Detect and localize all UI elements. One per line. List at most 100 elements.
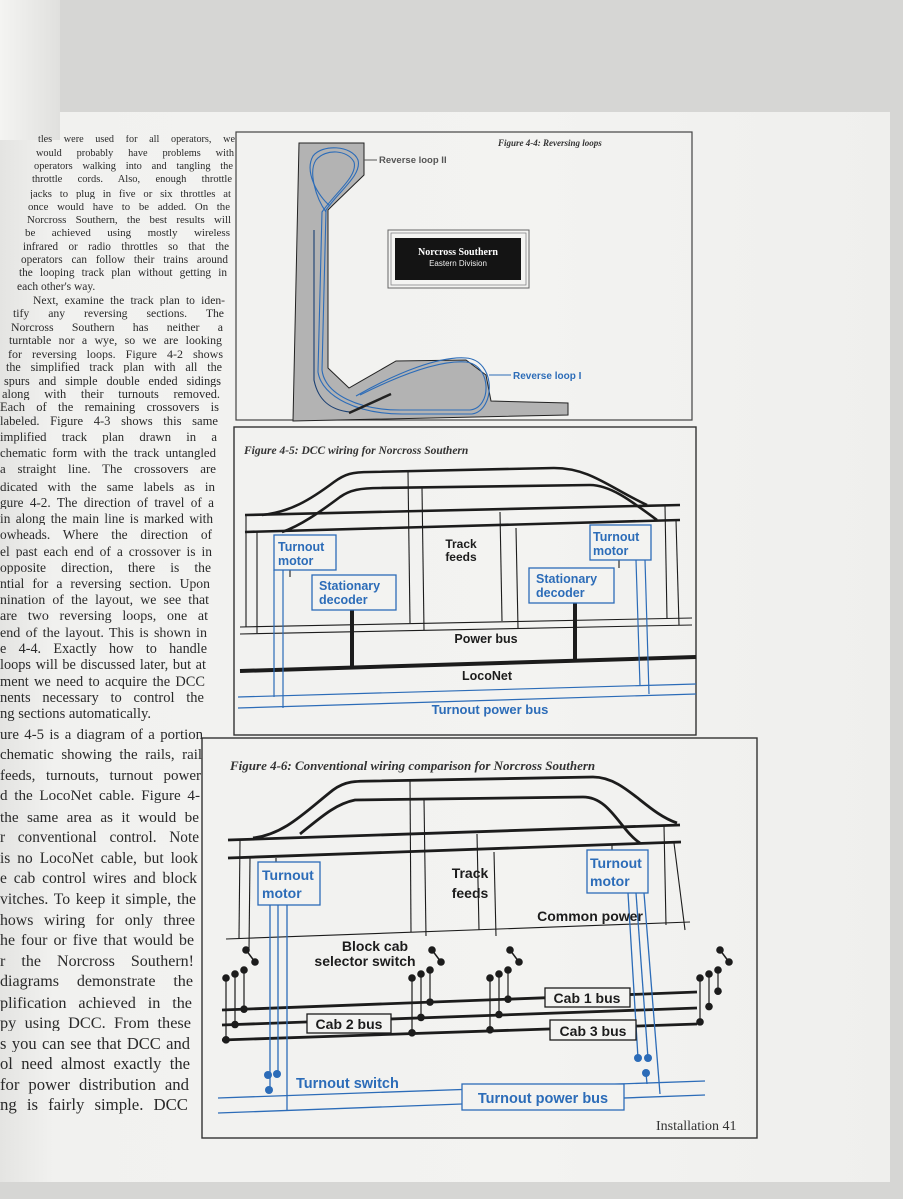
selector-switch — [486, 946, 523, 1034]
body-text-line: plification achieved in the — [0, 994, 192, 1011]
track-feeds — [225, 780, 691, 951]
label-power-bus: Power bus — [454, 632, 517, 646]
figure-frame — [201, 737, 758, 1139]
label-reverse-loop-1: Reverse loop I — [513, 371, 582, 382]
stationary-decoder-box-right: Stationary decoder — [528, 567, 615, 604]
body-text-line: nination of the layout, we see that — [0, 593, 209, 608]
body-text-line: ol need almost exactly the — [0, 1056, 190, 1073]
track-feeds — [239, 471, 693, 635]
label-stationary: Stationary — [319, 579, 380, 593]
body-text-line: would probably have problems with — [36, 148, 234, 159]
label-turnout: Turnout — [262, 867, 314, 883]
figure-caption: Figure 4-4: Reversing loops — [497, 138, 602, 148]
turnout-motor-box-left: Turnout motor — [273, 534, 337, 571]
body-text-line: tles were used for all operators, we — [38, 135, 235, 146]
body-text-column: tles were used for all operators, we woul… — [0, 0, 240, 1199]
body-text-line: end of the layout. This is shown in — [0, 625, 207, 640]
body-text-line: for power distribution and — [0, 1076, 189, 1094]
body-text-line: Next, examine the track plan to iden- — [33, 294, 225, 307]
body-text-line: he four or five that would be — [0, 933, 194, 949]
body-text-line: jacks to plug in five or six throttles a… — [30, 188, 231, 200]
body-text-line: ure 4-5 is a diagram of a portion — [0, 727, 203, 743]
body-text-line: r conventional control. Note — [0, 830, 199, 846]
body-text-line: feeds, turnouts, turnout power — [0, 768, 201, 784]
label-cab1-bus: Cab 1 bus — [554, 990, 621, 1006]
body-text-line: chematic showing the rails, rail — [0, 748, 202, 763]
loconet-line — [239, 603, 697, 673]
previous-page-edge — [0, 0, 60, 140]
label-loconet: LocoNet — [462, 669, 513, 683]
body-text-line: s you can see that DCC and — [0, 1035, 190, 1053]
selector-switch — [696, 946, 733, 1026]
body-text-line: the simplified track plan with all the — [6, 361, 222, 374]
label-feeds: feeds — [452, 885, 489, 901]
body-text-line: along with their turnouts removed. — [2, 388, 220, 401]
body-text-line: dicated with the same labels as in — [0, 479, 215, 493]
figure-frame — [233, 426, 697, 736]
body-text-line: a straight line. The crossovers are — [0, 463, 216, 477]
label-cab2-bus: Cab 2 bus — [316, 1016, 383, 1032]
turnout-motor-box-left: Turnout motor — [257, 861, 321, 906]
label-feeds: feeds — [445, 550, 477, 564]
selector-switch — [222, 946, 259, 1044]
body-text-line: operators walking into and tangling the — [34, 161, 233, 172]
figure-4-5: Figure 4-5: DCC wiring for Norcross Sout… — [233, 426, 697, 736]
selector-switch — [408, 946, 445, 1037]
label-turnout-power-bus: Turnout power bus — [432, 702, 549, 717]
body-text-line: each other's way. — [17, 281, 96, 293]
label-motor: motor — [590, 873, 630, 889]
body-text-line: r the Norcross Southern! — [0, 953, 194, 970]
body-text-line: py using DCC. From these — [0, 1015, 191, 1032]
label-common-power: Common power — [537, 908, 643, 924]
figure-caption: Figure 4-5: DCC wiring for Norcross Sout… — [243, 445, 468, 457]
body-text-line: be achieved using mostly wireless — [25, 228, 230, 240]
body-text-line: vitches. To keep it simple, the — [0, 891, 196, 908]
cab1-bus-label: Cab 1 bus — [544, 987, 631, 1008]
label-decoder: decoder — [536, 586, 585, 600]
crossover — [348, 392, 392, 415]
label-track: Track — [445, 537, 477, 551]
body-text-line: implified track plan drawn in a — [0, 430, 217, 444]
label-cab3-bus: Cab 3 bus — [560, 1023, 627, 1039]
turnout-motor-box-right: Turnout motor — [586, 849, 649, 894]
body-text-line: gure 4-2. The direction of travel of a — [0, 495, 214, 509]
label-turnout: Turnout — [278, 540, 325, 554]
body-text-line: in along the main line is marked with — [0, 512, 213, 526]
label-decoder: decoder — [319, 593, 368, 607]
label-motor: motor — [278, 554, 314, 568]
body-text-line: once would have to be added. On the — [28, 201, 230, 213]
sign-subtitle: Eastern Division — [429, 259, 487, 268]
turnout-motor-box-right: Turnout motor — [589, 524, 652, 561]
turnout-switch-dots — [264, 1054, 652, 1094]
layout-name-sign: Norcross Southern Eastern Division — [387, 229, 530, 289]
body-text-line: hows wiring for only three — [0, 912, 195, 929]
body-text-line: nents necessary to control the — [0, 690, 204, 706]
body-text-line: e cab control wires and block — [0, 871, 197, 887]
figure-caption: Figure 4-6: Conventional wiring comparis… — [229, 758, 595, 773]
body-text-line: owheads. Where the direction of — [0, 528, 212, 542]
body-text-line: is no LocoNet cable, but look — [0, 850, 198, 867]
rails — [244, 466, 681, 534]
figure-4-6: Figure 4-6: Conventional wiring comparis… — [201, 737, 758, 1139]
turnout-power-wires — [217, 892, 706, 1114]
body-text-line: ment we need to acquire the DCC — [0, 674, 205, 689]
body-text-line: Norcross Southern has neither a — [11, 321, 223, 334]
track-lines — [309, 147, 490, 415]
body-text-line: Each of the remaining crossovers is — [0, 401, 219, 414]
body-text-line: tify any reversing sections. The — [13, 308, 224, 320]
stationary-decoder-box-left: Stationary decoder — [311, 574, 397, 611]
label-track: Track — [452, 865, 489, 881]
rails — [227, 775, 682, 860]
label-motor: motor — [262, 885, 302, 901]
body-text-line: el past each end of a crossover is in — [0, 544, 212, 558]
label-turnout: Turnout — [590, 855, 642, 871]
label-block-cab: Block cab — [342, 938, 408, 954]
label-turnout-power-bus: Turnout power bus — [478, 1091, 608, 1107]
label-motor: motor — [593, 544, 629, 558]
layout-outline — [292, 142, 569, 422]
body-text-line: labeled. Figure 4-3 shows this same — [0, 414, 218, 428]
body-text-line: Norcross Southern, the best results will — [27, 215, 231, 226]
body-text-line: ntial for a reversing section. Upon — [0, 577, 210, 591]
body-text-line: infrared or radio throttles so that the — [23, 241, 229, 253]
figure-frame — [235, 131, 693, 421]
